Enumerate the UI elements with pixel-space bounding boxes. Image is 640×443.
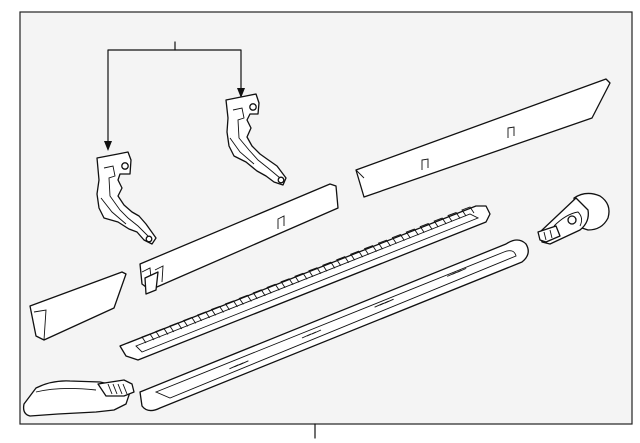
tread-dash	[384, 298, 394, 304]
upper-rail-front	[139, 183, 339, 295]
step-pad-rail	[119, 205, 491, 361]
rear-end-cap	[537, 192, 610, 245]
tread-dash	[457, 267, 467, 273]
step-pad-rib	[196, 311, 211, 322]
step-pad-rib	[252, 289, 266, 300]
step-pad-rib	[419, 223, 433, 233]
step-pad-rib	[336, 256, 350, 266]
step-pad-rib	[155, 327, 169, 338]
board-tread-marks	[229, 267, 467, 370]
step-pad-rib	[294, 272, 308, 283]
cap-rib	[117, 383, 123, 395]
step-pad-rib	[210, 305, 224, 316]
step-pad-rib	[377, 239, 391, 250]
step-pad-rib	[433, 217, 447, 228]
step-pad-rib	[183, 316, 197, 327]
cap-rib	[112, 383, 118, 395]
step-pad-rib	[224, 300, 238, 311]
step-pad-rib	[238, 294, 252, 305]
tread-dash	[311, 329, 322, 335]
step-pad-rib	[391, 234, 405, 244]
step-pad-rib	[405, 228, 419, 239]
step-pad-rib	[350, 250, 364, 261]
step-pad-rib	[141, 333, 155, 344]
front-bracket	[96, 151, 157, 245]
running-board	[139, 239, 529, 412]
step-pad-rib	[461, 206, 475, 217]
step-pad-rib	[363, 245, 377, 255]
callout-leader-top	[104, 41, 245, 151]
upper-rail-rear	[355, 78, 611, 198]
front-end-cap	[22, 379, 135, 417]
front-end-trim	[29, 271, 127, 341]
step-pad-ribs	[141, 206, 475, 344]
step-pad-rib	[308, 267, 322, 277]
step-pad-rib	[169, 322, 183, 333]
cap-rib	[122, 383, 128, 395]
rear-bracket	[225, 93, 287, 186]
tread-dash	[239, 360, 249, 366]
end-cap-ribs	[107, 383, 128, 395]
step-pad-rib	[447, 211, 461, 222]
step-pad-rib	[280, 278, 294, 289]
step-pad-rib	[322, 261, 336, 272]
cap-rib	[107, 383, 113, 395]
step-pad-rib	[266, 283, 280, 294]
